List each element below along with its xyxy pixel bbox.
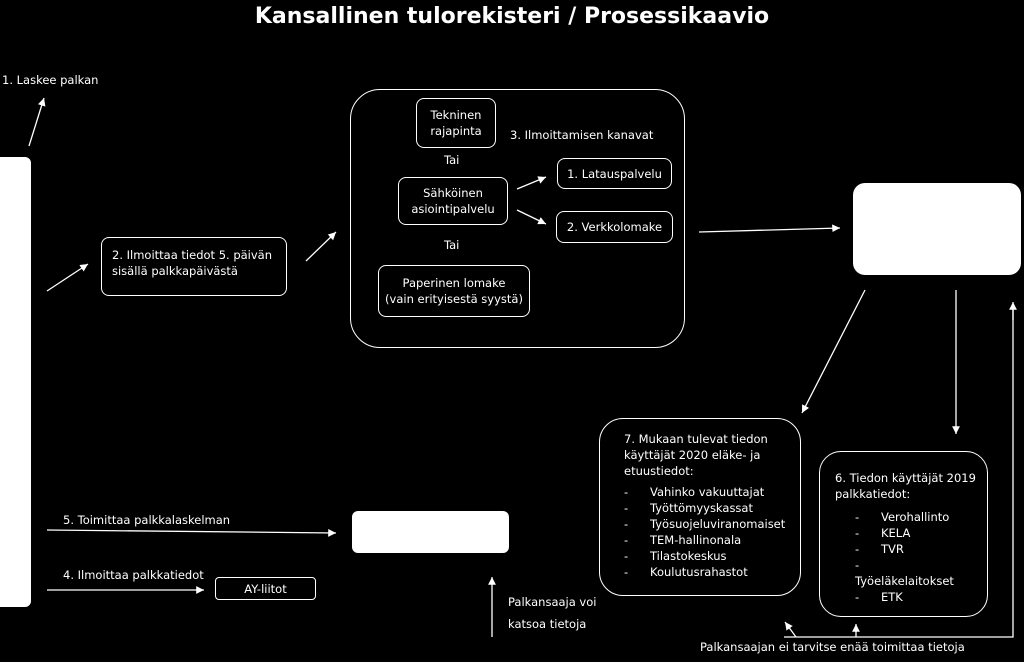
ei-tarvitse-note: Palkansaajan ei tarvitse enää toimittaa …	[700, 640, 965, 654]
users-2020-heading-3: etuustiedot:	[624, 464, 694, 478]
users-2019-heading-1: 6. Tiedon käyttäjät 2019	[835, 471, 976, 485]
list-item: Verohallinto	[855, 509, 979, 525]
arrow-to-latauspalvelu	[516, 176, 547, 190]
sahkoinen-line2: asiointipalvelu	[411, 202, 495, 216]
list-item: Tilastokeskus	[624, 548, 790, 564]
step2-line1: 2. Ilmoittaa tiedot 5. päivän	[112, 248, 273, 262]
list-item: TEM-hallinonala	[624, 532, 790, 548]
users-2019-list: Verohallinto KELA TVR Työeläkelaitokset …	[835, 509, 979, 605]
verkkolomake-box: 2. Verkkolomake	[556, 211, 673, 243]
paperinen-lomake-box: Paperinen lomake (vain erityisestä syyst…	[378, 265, 530, 317]
channels-container	[350, 89, 685, 348]
ay-liitot-label: AY-liitot	[244, 581, 287, 596]
tekninen-rajapinta-box: Tekninen rajapinta	[416, 98, 496, 148]
users-2020-list: Vahinko vakuuttajat Työttömyyskassat Työ…	[624, 484, 790, 580]
list-item: KELA	[855, 525, 979, 541]
list-item: Työsuojeluviranomaiset	[624, 516, 790, 532]
list-item: Työttömyyskassat	[624, 500, 790, 516]
arrow-to-verkkolomake	[516, 209, 547, 225]
arrow-to-users2020-bottom	[784, 621, 797, 638]
tekninen-line2: rajapinta	[430, 124, 482, 138]
ay-liitot-box: AY-liitot	[215, 577, 316, 600]
latauspalvelu-label: 1. Latauspalvelu	[567, 166, 662, 181]
users-2020-box: 7. Mukaan tulevat tiedon käyttäjät 2020 …	[599, 418, 801, 596]
step2-box: 2. Ilmoittaa tiedot 5. päivän sisällä pa…	[101, 237, 287, 296]
arrow-to-users2020	[801, 289, 866, 414]
palkansaaja-box	[352, 511, 509, 553]
users-2020-heading-2: käyttäjät 2020 eläke- ja	[624, 448, 761, 462]
step4-label: 4. Ilmoittaa palkkatiedot	[63, 568, 204, 582]
employer-bar	[0, 157, 31, 607]
arrow-step5	[46, 529, 337, 537]
paperinen-line2: (vain erityisestä syystä)	[385, 292, 523, 306]
tai-label-2: Tai	[444, 238, 460, 252]
arrow-to-tulorekisteri	[698, 224, 841, 233]
users-2020-heading-1: 7. Mukaan tulevat tiedon	[624, 432, 768, 446]
list-item: ETK	[855, 589, 979, 605]
step3-label: 3. Ilmoittamisen kanavat	[510, 128, 654, 142]
list-item: Vahinko vakuuttajat	[624, 484, 790, 500]
list-item: Työeläkelaitokset	[855, 557, 979, 589]
arrow-step2-out	[305, 231, 337, 262]
palkansaaja-voi-note: Palkansaaja voi katsoa tietoja	[508, 591, 596, 635]
latauspalvelu-box: 1. Latauspalvelu	[557, 158, 672, 189]
list-item: Koulutusrahastot	[624, 564, 790, 580]
sahkoinen-asiointipalvelu-box: Sähköinen asiointipalvelu	[398, 177, 508, 225]
page-title: Kansallinen tulorekisteri / Prosessikaav…	[254, 4, 770, 29]
sahkoinen-line1: Sähköinen	[423, 186, 483, 200]
step5-label: 5. Toimittaa palkkalaskelman	[63, 513, 231, 527]
line-bottom-feedback	[784, 307, 1014, 638]
users-2019-box: 6. Tiedon käyttäjät 2019 palkkatiedot: V…	[819, 451, 988, 617]
palkansaaja-voi-line1: Palkansaaja voi	[508, 595, 597, 609]
verkkolomake-label: 2. Verkkolomake	[566, 220, 663, 234]
users-2019-heading-2: palkkatiedot:	[835, 487, 911, 501]
step1-label: 1. Laskee palkan	[2, 73, 99, 87]
arrow-step2-in	[46, 263, 89, 292]
paperinen-line1: Paperinen lomake	[402, 276, 506, 290]
tai-label-1: Tai	[444, 153, 460, 167]
palkansaaja-voi-line2: katsoa tietoja	[508, 617, 587, 631]
arrow-step1	[28, 97, 46, 147]
step2-line2: sisällä palkkapäivästä	[112, 264, 238, 278]
list-item: TVR	[855, 541, 979, 557]
tulorekisteri-box	[853, 183, 1021, 275]
tekninen-line1: Tekninen	[430, 108, 482, 122]
